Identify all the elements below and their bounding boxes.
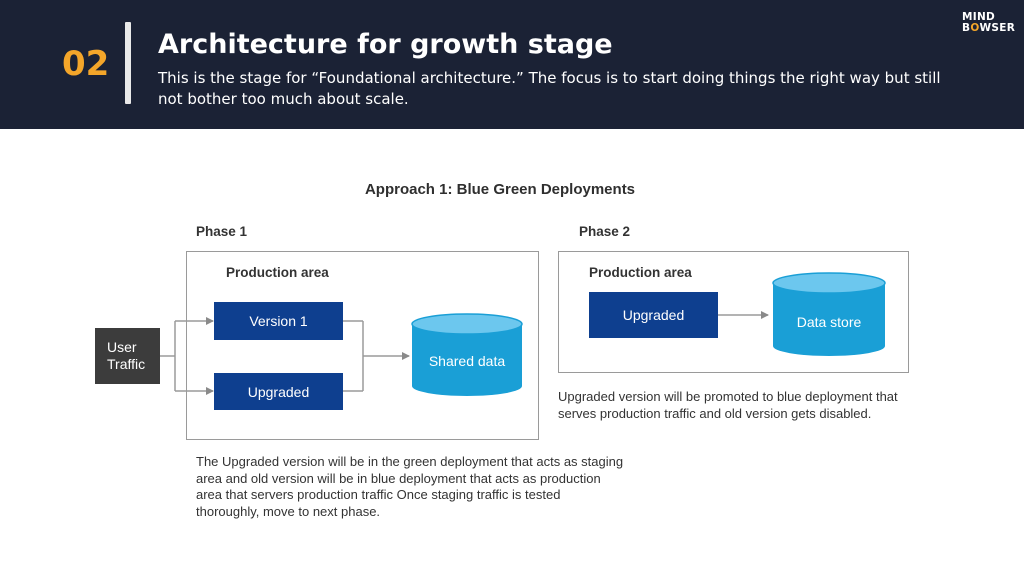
- page-subtitle: This is the stage for “Foundational arch…: [158, 69, 941, 108]
- logo-rest: WSER: [979, 21, 1016, 34]
- phase-1-arrows: [160, 317, 410, 395]
- phase-2-area-label: Production area: [589, 265, 692, 280]
- user-traffic-box: User Traffic: [95, 328, 160, 384]
- header-divider: [125, 22, 131, 104]
- phase-1-label: Phase 1: [196, 224, 248, 239]
- phase-1-caption: The Upgraded version will be in the gree…: [196, 454, 624, 519]
- data-store-label: Data store: [796, 314, 862, 330]
- phase-1-area-label: Production area: [226, 265, 329, 280]
- phase-1-production-area: [186, 251, 539, 440]
- version-1-box: Version 1: [214, 302, 343, 340]
- phase-1-upgraded-box: Upgraded: [214, 373, 343, 410]
- user-traffic-line-1: User: [107, 339, 137, 355]
- page-title: Architecture for growth stage: [158, 29, 613, 60]
- diagram-title: Approach 1: Blue Green Deployments: [364, 181, 636, 198]
- logo-line-2: BOWSER: [962, 21, 1016, 34]
- phase-2-production-area: [558, 251, 909, 373]
- mindbowser-logo: MIND BOWSER: [962, 12, 1015, 33]
- slide-number: 02: [62, 44, 110, 84]
- phase-2-label: Phase 2: [579, 224, 631, 239]
- logo-line-1: MIND: [962, 11, 996, 23]
- data-store-cylinder: [772, 272, 886, 356]
- logo-o: O: [970, 21, 980, 34]
- user-traffic-line-2: Traffic: [107, 356, 146, 372]
- logo-b: B: [962, 21, 971, 34]
- shared-data-label: Shared data: [428, 353, 506, 369]
- phase-2-caption: Upgraded version will be promoted to blu…: [558, 389, 898, 421]
- header-bar: [0, 0, 1024, 129]
- shared-data-cylinder: [411, 313, 523, 396]
- phase-2-upgraded-box: Upgraded: [589, 292, 718, 338]
